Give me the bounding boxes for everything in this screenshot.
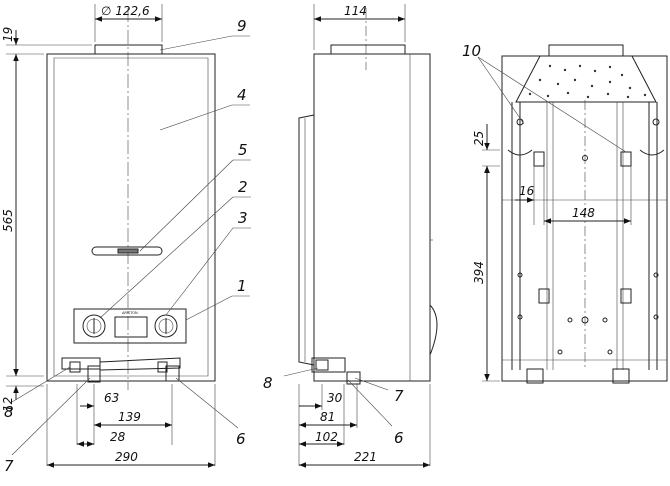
- hood-perforation: [528, 64, 647, 99]
- dim-side-30: 30: [327, 391, 343, 405]
- rear-flue-collar: [548, 44, 624, 57]
- dim-flue-depth: 114: [344, 4, 367, 18]
- side-view: 114 30 81 102 221 8 7 6: [263, 4, 438, 468]
- mount-slot-left: [533, 151, 545, 167]
- callout-8: 8: [4, 403, 14, 421]
- dim-overall-width: 290: [115, 450, 138, 464]
- dim-water-offset: 28: [110, 430, 126, 444]
- rear-holes: [516, 118, 660, 355]
- front-sight-window: [91, 246, 163, 256]
- dim-mount-height: 394: [472, 261, 486, 284]
- callout-10: 10: [462, 42, 481, 60]
- side-callout-7: 7: [394, 387, 404, 405]
- callout-9: 9: [237, 17, 247, 35]
- front-casing: [46, 53, 216, 382]
- mount-slot-right: [620, 151, 632, 167]
- dim-side-102: 102: [315, 430, 338, 444]
- brand-plate: ARISTON: [122, 311, 138, 315]
- callout-6: 6: [236, 430, 246, 448]
- rear-view: 25 394 16 148 10: [462, 42, 668, 384]
- front-control-panel: [73, 308, 187, 344]
- side-callout-8: 8: [263, 374, 273, 392]
- callout-2: 2: [238, 178, 248, 196]
- callout-3: 3: [238, 209, 248, 227]
- dim-side-81: 81: [320, 410, 335, 424]
- dim-hole-offset: 16: [519, 184, 535, 198]
- side-outlet-fitting: [346, 371, 361, 385]
- front-gas-fitting: [61, 357, 101, 370]
- dim-overall-depth: 221: [354, 450, 377, 464]
- front-view: ARISTON ∅ 122,6 19 565 12 63 139 28: [1, 4, 251, 475]
- front-outlet-fitting: [165, 365, 180, 382]
- side-gas-fitting: [311, 357, 346, 373]
- callout-4: 4: [237, 86, 247, 104]
- front-knob-left: [82, 314, 106, 338]
- dim-water-inlet-spacing: 139: [118, 410, 141, 424]
- callout-1: 1: [237, 277, 247, 295]
- dim-bracket-drop: 25: [472, 131, 486, 146]
- side-callout-6: 6: [394, 429, 404, 447]
- dim-flue-diameter: ∅ 122,6: [101, 4, 150, 18]
- side-casing: [313, 53, 431, 382]
- dim-bottom-offset: 12: [1, 397, 15, 412]
- dim-top-offset: 19: [1, 27, 15, 42]
- dim-body-height: 565: [1, 209, 15, 232]
- callout-5: 5: [238, 141, 248, 159]
- dim-gas-inlet-offset: 63: [104, 391, 119, 405]
- callout-7: 7: [4, 457, 14, 475]
- side-flue-collar: [330, 44, 406, 55]
- front-flue-collar: [94, 44, 163, 55]
- dim-hole-spacing: 148: [572, 206, 595, 220]
